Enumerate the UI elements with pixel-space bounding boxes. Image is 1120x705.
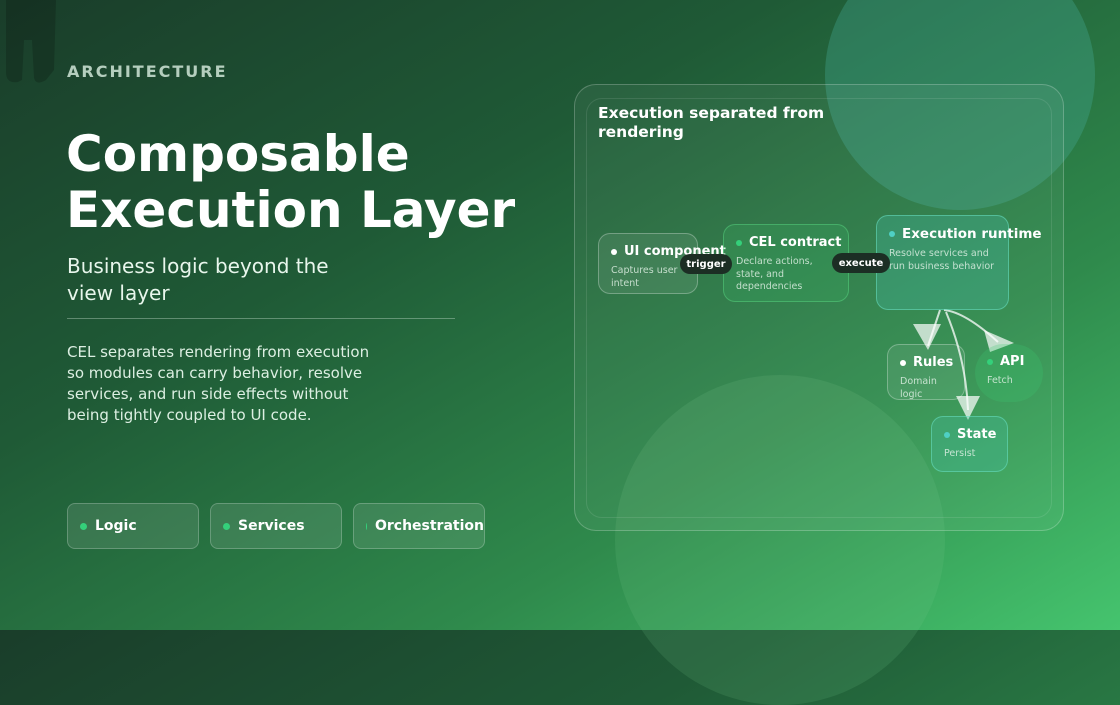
slide-subtitle: Business logic beyond the view layer xyxy=(67,254,329,305)
chip-dot xyxy=(366,522,367,530)
node-dot xyxy=(944,431,950,438)
divider xyxy=(67,318,455,319)
node-desc: Domain logic xyxy=(900,376,937,400)
node-rules: Rules Domain logic xyxy=(887,344,965,400)
node-cel-contract: CEL contract Declare actions, state, and… xyxy=(723,224,849,302)
node-dot xyxy=(987,358,993,365)
node-ui-component: UI component Captures user intent xyxy=(598,233,726,294)
node-title: Execution runtime xyxy=(902,226,1042,242)
chip-label: Logic xyxy=(95,518,137,534)
node-title: CEL contract xyxy=(749,235,842,250)
chip-label: Orchestration xyxy=(374,518,484,534)
node-dot xyxy=(736,239,742,246)
slide-body: CEL separates rendering from execution s… xyxy=(67,343,370,424)
eyebrow-label: ARCHITECTURE xyxy=(67,62,228,81)
diagram-inner-frame xyxy=(586,98,1052,518)
chip-dot xyxy=(223,522,230,530)
node-desc: Resolve services and run business behavi… xyxy=(889,248,995,272)
slide-title: Composable Execution Layer xyxy=(66,125,516,239)
node-title: API xyxy=(1000,354,1025,369)
edge-label-execute: execute xyxy=(832,253,890,273)
node-desc: Declare actions, state, and dependencies xyxy=(736,256,813,292)
node-desc: Captures user intent xyxy=(611,265,678,289)
node-desc: Fetch xyxy=(987,375,1013,386)
node-state: State Persist xyxy=(931,416,1008,472)
node-title: Rules xyxy=(913,355,954,370)
node-execution-runtime: Execution runtime Resolve services and r… xyxy=(876,215,1042,310)
diagram-title: Execution separated from rendering xyxy=(598,104,825,141)
chip-services: Services xyxy=(210,503,342,549)
node-api: API Fetch xyxy=(975,344,1043,402)
node-dot xyxy=(889,231,895,237)
node-desc: Persist xyxy=(944,448,976,459)
chip-dot xyxy=(80,522,87,530)
node-title: State xyxy=(957,427,997,442)
edge-label-trigger: trigger xyxy=(680,254,732,274)
node-dot xyxy=(611,248,617,255)
chip-label: Services xyxy=(238,518,305,534)
diagram-panel xyxy=(574,84,1064,531)
chip-orchestration: Orchestration xyxy=(353,503,485,549)
corner-brand-mark xyxy=(6,0,56,83)
chip-logic: Logic xyxy=(67,503,199,549)
node-dot xyxy=(900,359,906,366)
